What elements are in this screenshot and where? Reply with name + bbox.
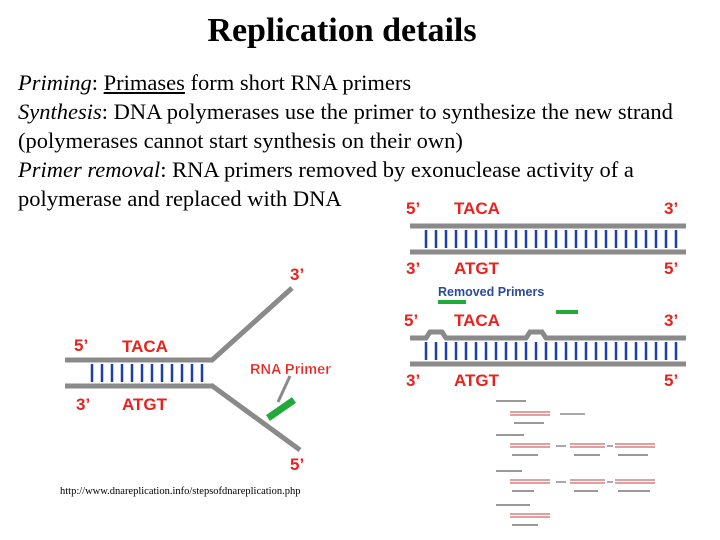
priming-text: form short RNA primers (184, 70, 412, 95)
last-5-prime: 5’ (664, 371, 678, 390)
fork-base-pairs (90, 364, 204, 382)
term-synthesis: Synthesis (18, 99, 102, 124)
body-text: Priming: Primases form short RNA primers… (18, 68, 708, 213)
label-3-prime-top-right: 3’ (290, 265, 304, 284)
label-5-prime-top-left: 5’ (74, 336, 88, 355)
primer-pointer (276, 375, 292, 403)
steps-thumbnail-figure (496, 400, 655, 526)
top-3-prime: 3’ (664, 199, 678, 218)
paragraph-synthesis: Synthesis: DNA polymerases use the prime… (18, 97, 708, 155)
label-3-prime-bottom-left: 3’ (76, 395, 90, 414)
bot-seq: TACA (454, 311, 500, 330)
removal-text: : RNA primers removed by exonuclease act… (18, 157, 634, 211)
top-seq: TACA (454, 199, 500, 218)
fork-seq-top: TACA (122, 337, 168, 356)
rna-primer-label: RNA Primer (250, 362, 331, 378)
bot-3-prime: 3’ (664, 311, 678, 330)
bottom-top-strand (410, 329, 686, 341)
bot-5-prime: 5’ (404, 311, 418, 330)
priming-sep: : (91, 70, 104, 95)
paragraph-removal: Primer removal: RNA primers removed by e… (18, 155, 678, 213)
last-3-prime: 3’ (406, 371, 420, 390)
top-5-prime: 5’ (406, 199, 420, 218)
term-priming: Priming (18, 70, 92, 95)
mid-3-prime: 3’ (406, 259, 420, 278)
bottom-base-pairs (424, 342, 678, 360)
synthesis-text: : DNA polymerases use the primer to synt… (18, 99, 673, 153)
top-strand-diagonal (209, 286, 294, 363)
slide-title: Replication details (207, 12, 477, 49)
primases-link[interactable]: Primases (103, 70, 185, 95)
source-url[interactable]: http://www.dnareplication.info/stepsofdn… (60, 486, 301, 497)
label-5-prime-bottom-right: 5’ (290, 455, 304, 474)
top-base-pairs (424, 230, 678, 248)
paragraph-priming: Priming: Primases form short RNA primers (18, 68, 708, 97)
replication-fork-diagram: 5’ TACA 3’ 3’ ATGT RNA Primer 5’ (65, 265, 331, 474)
last-seq: ATGT (454, 371, 500, 390)
bottom-strand-diagonal (209, 382, 302, 453)
rna-primer-mark (266, 397, 296, 421)
mid-5-prime: 5’ (664, 259, 678, 278)
removed-primers-label: Removed Primers (438, 285, 544, 299)
fork-seq-bottom: ATGT (122, 395, 168, 414)
primer-removal-diagram: 5’ TACA 3’ 3’ ATGT 5’ Removed Primers 5’… (404, 199, 686, 390)
mid-seq: ATGT (454, 259, 500, 278)
term-primer-removal: Primer removal (18, 157, 161, 182)
